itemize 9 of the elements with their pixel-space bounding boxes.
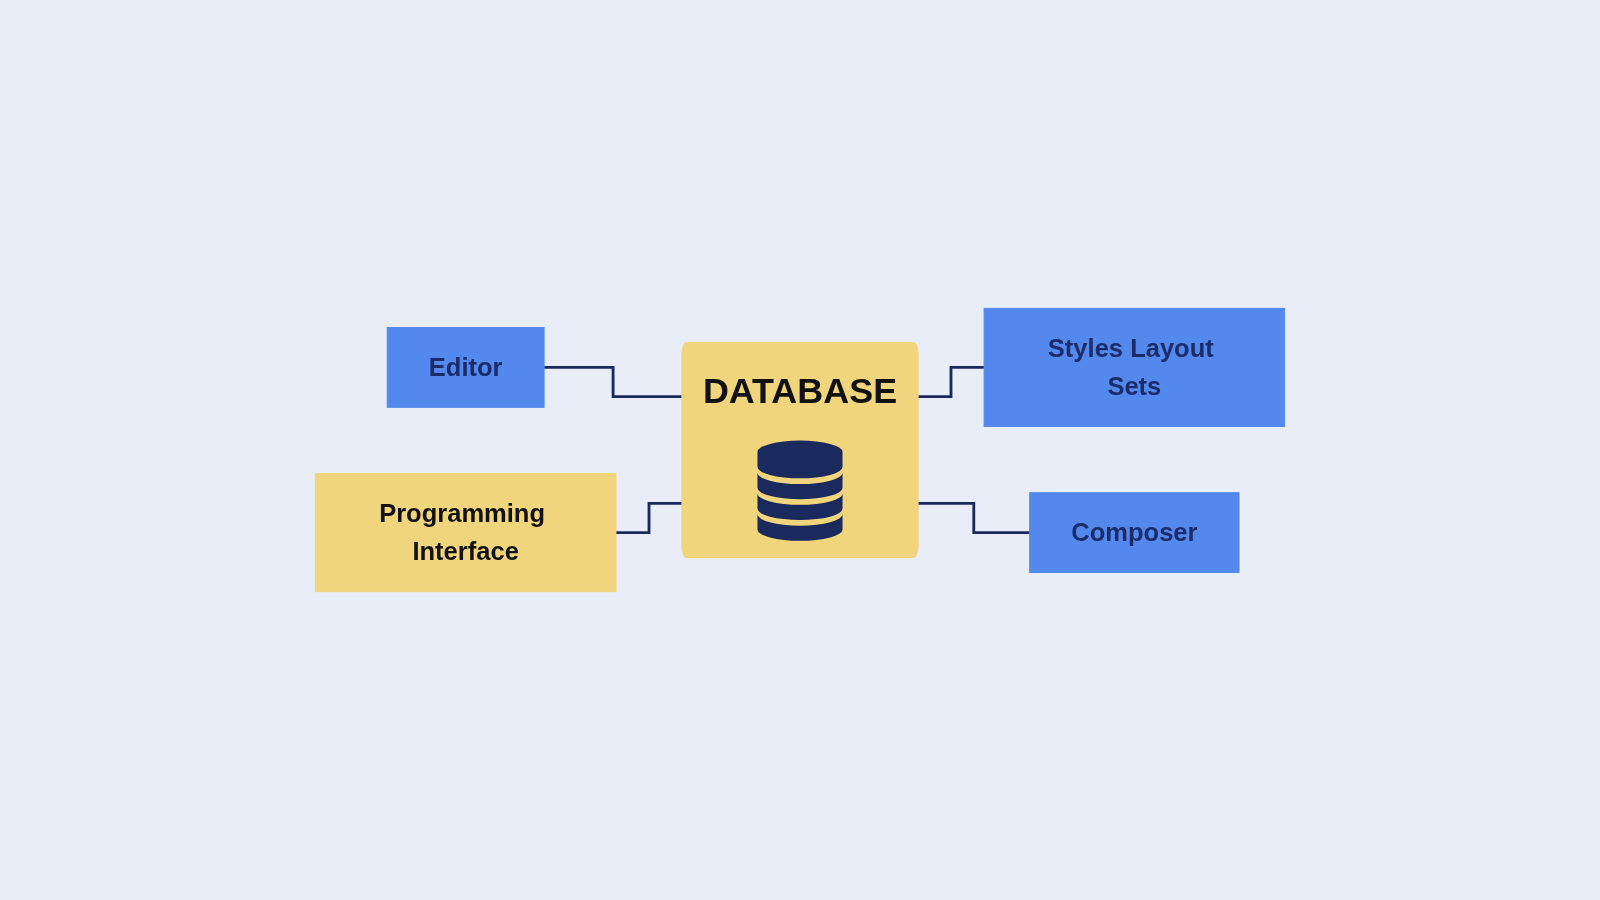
connector-line: [917, 501, 1030, 534]
node-label: Composer: [1071, 517, 1198, 549]
connector-line: [544, 365, 683, 398]
node-label: DATABASE: [702, 369, 898, 413]
node-label: Programming Interface: [378, 498, 547, 568]
connector-line: [917, 365, 985, 398]
node-label: Editor: [428, 352, 503, 384]
node-label: Styles Layout Sets: [1046, 332, 1215, 403]
connector-line: [615, 501, 683, 534]
